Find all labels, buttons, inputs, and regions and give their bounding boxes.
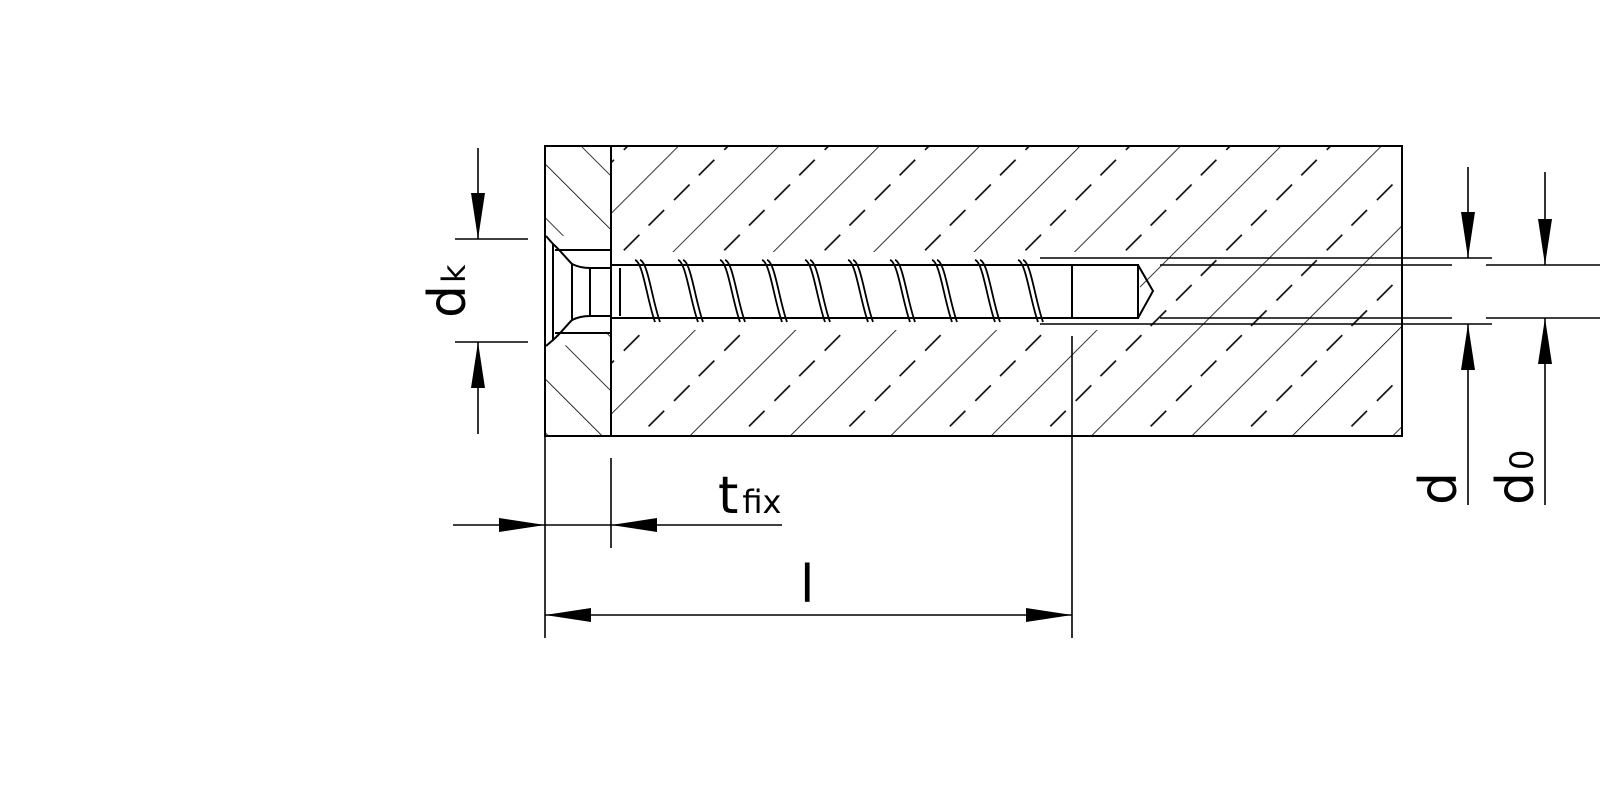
thread-line <box>852 259 874 323</box>
outline <box>544 145 1403 437</box>
thread-line <box>639 259 661 323</box>
thread-line <box>719 259 741 323</box>
thread-line <box>677 259 699 323</box>
screw <box>545 235 1155 347</box>
thread-line <box>804 259 826 323</box>
l-dimension <box>544 336 1073 638</box>
thread-line <box>979 259 1001 323</box>
thread-line <box>974 259 996 323</box>
thread-line <box>724 259 746 323</box>
hole-lines <box>1040 257 1600 325</box>
thread-line <box>931 259 953 323</box>
thread-line <box>634 259 656 323</box>
thread-line <box>682 259 704 323</box>
thread-line <box>936 259 958 323</box>
d-label: d <box>1409 472 1469 505</box>
dk-label: dk <box>418 264 478 318</box>
thread-line <box>761 259 783 323</box>
thread-line <box>889 259 911 323</box>
d0-label: d0 <box>1486 450 1546 505</box>
l-label: l <box>800 555 814 615</box>
thread-line <box>766 259 788 323</box>
thread-line <box>1017 259 1039 323</box>
thread-line <box>847 259 869 323</box>
tfix-dimension <box>453 436 782 548</box>
dk-dimension <box>455 148 528 434</box>
thread-line <box>894 259 916 323</box>
thread-line <box>809 259 831 323</box>
thread-line <box>1022 259 1044 323</box>
